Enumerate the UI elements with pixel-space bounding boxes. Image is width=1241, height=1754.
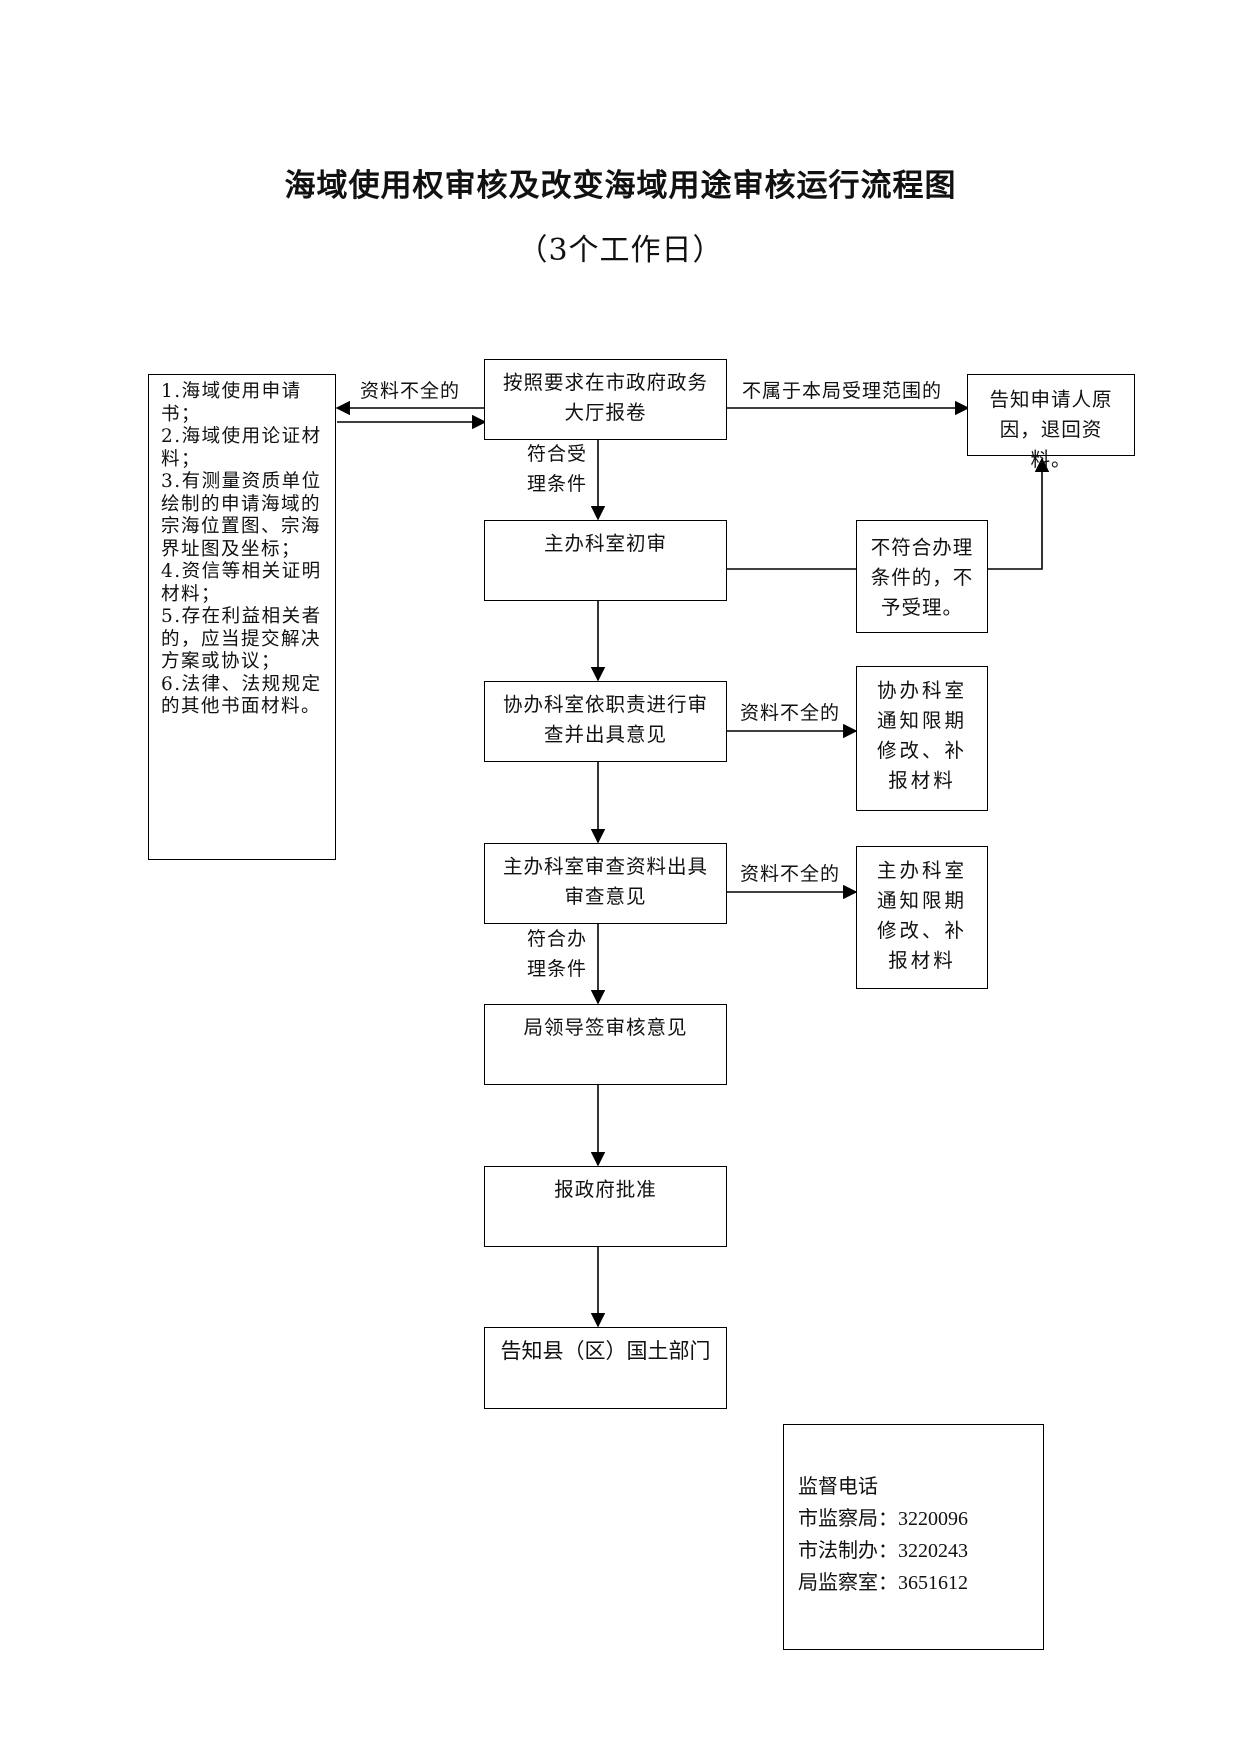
edge-label-meets-handling: 符合办理条件 (526, 928, 587, 980)
edge-label-incomplete: 资料不全的 (360, 380, 461, 402)
node-initial-review: 主办科室初审 (484, 520, 727, 601)
node-notify-county: 告知县（区）国土部门 (484, 1327, 727, 1409)
page-title: 海域使用权审核及改变海域用途审核运行流程图 (284, 168, 957, 204)
material-item: 5.存在利益相关者的，应当提交解决方案或协议； (161, 606, 322, 672)
material-item: 1.海域使用申请书； (161, 381, 302, 425)
node-gov-approval: 报政府批准 (484, 1166, 727, 1247)
edge-label-meets-acceptance: 符合受理条件 (526, 443, 587, 495)
node-not-qualified: 不符合办理条件的，不予受理。 (856, 520, 988, 633)
node-main-notice: 主办科室通知限期修改、补报材料 (856, 846, 988, 989)
edge-label-incomplete: 资料不全的 (740, 863, 841, 885)
material-item: 2.海域使用论证材料； (161, 426, 322, 470)
supervision-phone: 局监察室：3651612 (798, 1572, 968, 1594)
edge-label-out-of-scope: 不属于本局受理范围的 (742, 380, 943, 402)
page-subtitle: （3个工作日） (517, 233, 724, 268)
node-assist-review: 协办科室依职责进行审查并出具意见 (484, 681, 727, 762)
material-item: 4.资信等相关证明材料； (161, 561, 322, 605)
node-reject-notice: 告知申请人原因，退回资料。 (967, 374, 1135, 471)
materials-list: 1.海域使用申请书； 2.海域使用论证材料； 3.有测量资质单位绘制的申请海域的… (148, 374, 336, 860)
node-leader-sign: 局领导签审核意见 (484, 1004, 727, 1085)
material-item: 3.有测量资质单位绘制的申请海域的宗海位置图、宗海界址图及坐标； (161, 471, 322, 560)
edge-label-incomplete: 资料不全的 (740, 702, 841, 724)
supervision-heading: 监督电话 (798, 1476, 878, 1498)
node-main-review: 主办科室审查资料出具审查意见 (484, 843, 727, 924)
supervision-phone: 市法制办：3220243 (798, 1540, 968, 1562)
arrow-up-to-reject-notice (988, 457, 1050, 570)
supervision-phone: 市监察局：3220096 (798, 1508, 968, 1530)
material-item: 6.法律、法规规定的其他书面材料。 (161, 673, 322, 718)
supervision-box: 监督电话 市监察局：3220096 市法制办：3220243 局监察室：3651… (783, 1424, 1044, 1650)
node-submit: 按照要求在市政府政务大厅报卷 (484, 359, 727, 440)
node-assist-notice: 协办科室通知限期修改、补报材料 (856, 666, 988, 811)
